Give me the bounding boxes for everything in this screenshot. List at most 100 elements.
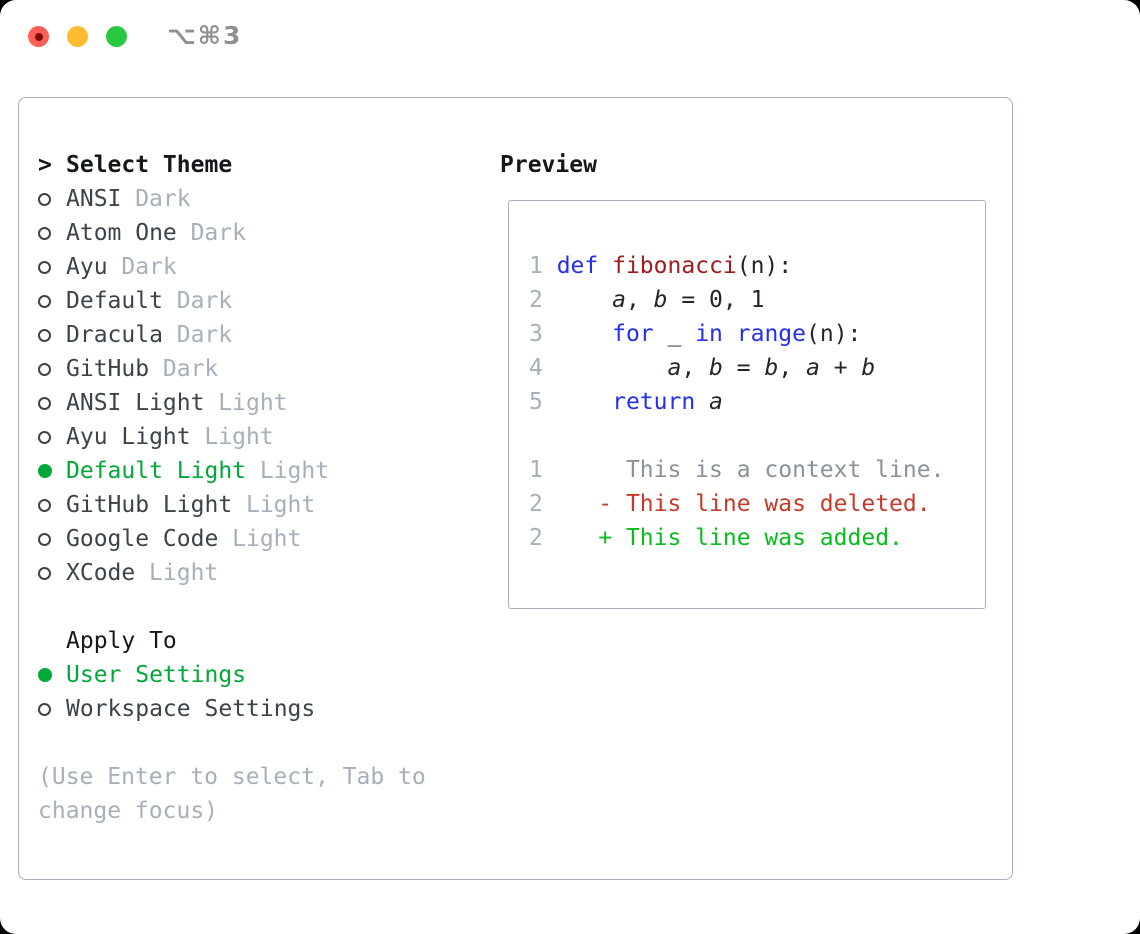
code-segment-pl — [557, 389, 612, 415]
traffic-light-minimize-button[interactable] — [67, 26, 88, 47]
theme-variant-badge: Light — [218, 390, 288, 416]
title-bar: ⌥⌘3 — [0, 0, 1140, 75]
apply-to-title: Apply To — [66, 628, 177, 654]
radio-circle — [38, 430, 51, 444]
code-line-1: 1 def fibonacci(n): — [529, 249, 985, 283]
radio-icon — [38, 362, 66, 376]
theme-variant-badge: Light — [204, 424, 274, 450]
theme-variant-badge: Dark — [190, 220, 246, 246]
theme-variant-badge: Light — [259, 458, 330, 484]
radio-circle — [38, 668, 52, 682]
code-segment-kw: return — [612, 389, 710, 415]
radio-circle — [38, 702, 51, 716]
radio-circle — [38, 464, 52, 478]
theme-variant-badge: Dark — [176, 288, 233, 314]
code-segment-kw: for — [612, 321, 654, 347]
code-segment-vr: a — [667, 355, 682, 381]
code-segment-kw: in — [695, 321, 723, 347]
radio-circle — [38, 192, 51, 206]
traffic-light-zoom-button[interactable] — [106, 26, 127, 47]
theme-item-default-light-label: Default Light — [66, 458, 247, 484]
radio-icon — [38, 430, 66, 444]
theme-item-github[interactable]: GitHub Dark — [38, 352, 472, 386]
code-segment-pl — [557, 287, 612, 313]
code-segment-ln: 5 — [529, 389, 557, 415]
theme-item-ansi-light-label: ANSI Light — [66, 390, 205, 416]
theme-item-default-label: Default — [66, 288, 163, 314]
radio-circle — [38, 294, 51, 308]
radio-circle — [38, 532, 51, 546]
theme-item-github-label: GitHub — [66, 356, 150, 382]
code-segment-ln: 4 — [529, 355, 557, 381]
theme-picker-title: Select Theme — [66, 152, 233, 178]
window-title: ⌥⌘3 — [167, 21, 243, 50]
code-segment-add: + This line was added. — [556, 525, 903, 551]
code-segment-pl — [723, 321, 737, 347]
code-segment-ln: 1 — [529, 457, 557, 483]
radio-circle — [38, 362, 51, 376]
code-segment-pl: (n): — [806, 321, 862, 347]
radio-icon — [38, 702, 66, 716]
code-segment-pl — [557, 321, 612, 347]
code-segment-ln: 2 — [529, 287, 557, 313]
radio-icon — [38, 226, 66, 240]
radio-circle — [38, 260, 51, 274]
code-segment-pl — [557, 355, 668, 381]
code-line-4: 4 a, b = b, a + b — [529, 351, 985, 385]
theme-item-default[interactable]: Default Dark — [38, 284, 472, 318]
code-segment-ln: 1 — [529, 253, 557, 279]
diff-line-context: 1 This is a context line. — [529, 453, 985, 487]
code-segment-vr: b — [709, 355, 723, 381]
radio-selected-icon — [38, 668, 66, 682]
apply-option-workspace-settings-label: Workspace Settings — [66, 696, 316, 722]
code-segment-vr: b — [653, 287, 668, 313]
code-segment-pl: _ — [653, 321, 696, 347]
radio-circle — [38, 226, 51, 240]
code-line-5: 5 return a — [529, 385, 985, 419]
radio-icon — [38, 396, 66, 410]
code-segment-pl: = 0, 1 — [667, 287, 765, 313]
radio-circle — [38, 396, 51, 410]
code-segment-del: - This line was deleted. — [556, 491, 931, 517]
code-segment-pl: , — [681, 355, 710, 381]
theme-item-ayu-light-label: Ayu Light — [66, 424, 191, 450]
code-segment-pl: (n): — [736, 253, 793, 279]
theme-variant-badge: Light — [149, 560, 219, 586]
code-segment-pl: , — [625, 287, 654, 313]
radio-circle — [38, 566, 51, 580]
theme-variant-badge: Dark — [162, 356, 219, 382]
code-segment-ln: 2 — [529, 525, 557, 551]
theme-item-ansi-light[interactable]: ANSI Light Light — [38, 386, 472, 420]
diff-line-deleted: 2 - This line was deleted. — [529, 487, 985, 521]
theme-item-ansi-label: ANSI — [66, 186, 122, 212]
help-text: (Use Enter to select, Tab to change focu… — [38, 764, 426, 824]
traffic-light-close-button[interactable] — [28, 26, 49, 47]
code-segment-vr: a — [612, 287, 626, 313]
apply-option-workspace-settings[interactable]: Workspace Settings — [38, 692, 472, 726]
theme-item-dracula-label: Dracula — [66, 322, 163, 348]
apply-option-user-settings[interactable]: User Settings — [38, 658, 472, 692]
code-segment-vr: b — [764, 355, 779, 381]
theme-item-default-light[interactable]: Default Light Light — [38, 454, 472, 488]
code-segment-pl: , — [778, 355, 807, 381]
code-segment-ln: 3 — [529, 321, 557, 347]
theme-item-google-code-label: Google Code — [66, 526, 219, 552]
theme-item-ayu-light[interactable]: Ayu Light Light — [38, 420, 472, 454]
code-segment-kw: def — [556, 253, 613, 279]
code-segment-fn: fibonacci — [612, 253, 737, 279]
code-segment-kw: range — [736, 321, 806, 347]
code-segment-ln: 2 — [529, 491, 557, 517]
theme-picker-title-row: >Select Theme — [38, 148, 472, 182]
code-segment-vr: a — [806, 355, 820, 381]
